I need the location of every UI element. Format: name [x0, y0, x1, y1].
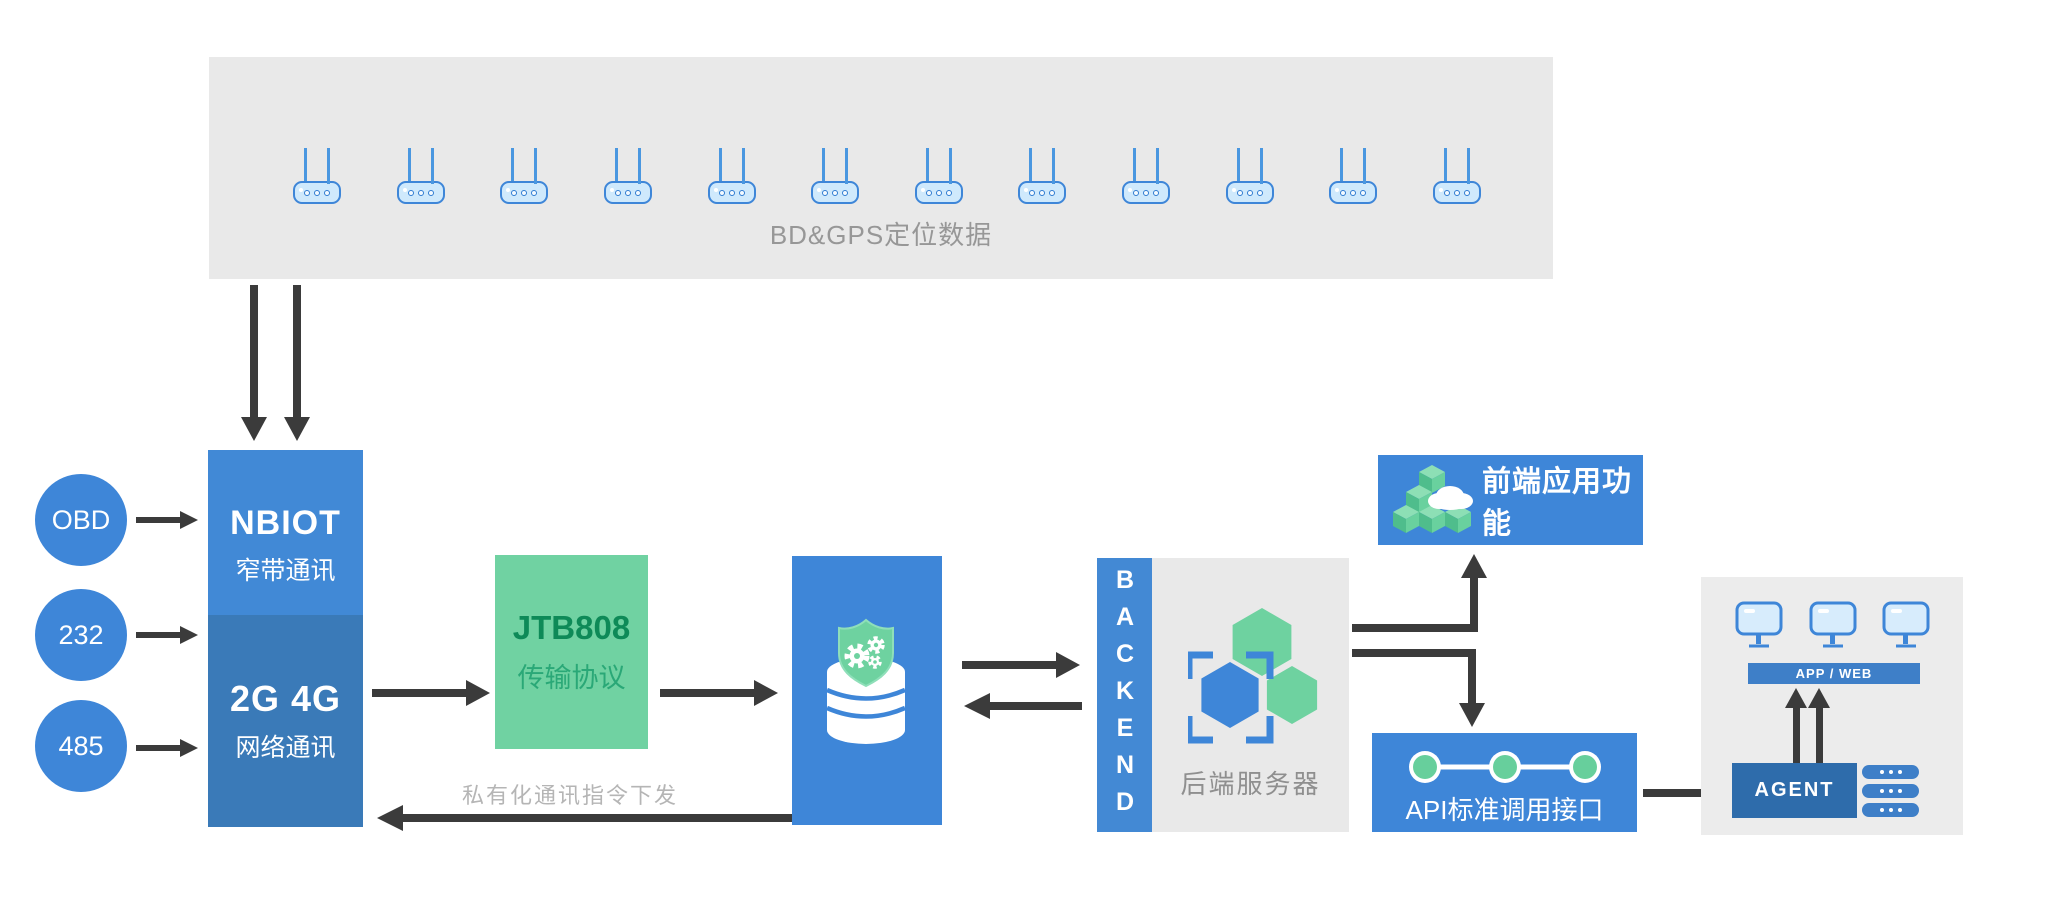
gps-terminal-icon: [811, 148, 860, 204]
gps-terminal-icon: [707, 148, 756, 204]
gps-data-panel: BD&GPS定位数据: [209, 57, 1553, 279]
gps-terminal-icon: [1018, 148, 1067, 204]
gps-terminal-icon: [914, 148, 963, 204]
server-rack-icon: [1862, 765, 1919, 779]
client-panel: APP / WEB AGENT: [1701, 577, 1963, 835]
input-485: 485: [35, 700, 127, 792]
gps-terminal-icon: [1225, 148, 1274, 204]
monitor-icon: [1882, 601, 1930, 648]
agent-box: AGENT: [1732, 763, 1857, 818]
nbiot-section: NBIOT 窄带通讯: [208, 450, 363, 615]
monitor-icon: [1809, 601, 1857, 648]
server-rack-icon: [1862, 803, 1919, 817]
input-232: 232: [35, 589, 127, 681]
gps-device-row: [293, 148, 1481, 204]
monitor-icon: [1735, 601, 1783, 648]
gps-terminal-icon: [396, 148, 445, 204]
gps-terminal-icon: [293, 148, 341, 204]
protocol-subtitle: 传输协议: [517, 663, 626, 693]
cellular-section: 2G 4G 网络通讯: [208, 615, 363, 827]
backend-caption: 后端服务器: [1180, 769, 1321, 799]
input-232-label: 232: [58, 619, 104, 650]
frontend-app-box: 前端应用功能: [1378, 455, 1643, 545]
cellular-title: 2G 4G: [229, 678, 342, 719]
gps-terminal-icon: [500, 148, 549, 204]
input-obd: OBD: [35, 474, 127, 566]
protocol-title: JTB808: [512, 609, 631, 646]
input-obd-label: OBD: [51, 504, 111, 535]
api-label: API标准调用接口: [1405, 795, 1604, 825]
protocol-box: JTB808 传输协议: [495, 555, 648, 749]
comm-module-box: NBIOT 窄带通讯 2G 4G 网络通讯: [208, 450, 363, 827]
nbiot-subtitle: 窄带通讯: [235, 557, 336, 585]
gps-terminal-icon: [1329, 148, 1378, 204]
backend-side-label: BACKEND: [1111, 565, 1139, 825]
shield-database-icon: [826, 618, 906, 744]
backend-strip: BACKEND: [1097, 558, 1152, 832]
server-rack-icon: [1862, 784, 1919, 798]
cellular-subtitle: 网络通讯: [235, 734, 336, 762]
appweb-label: APP / WEB: [1795, 666, 1873, 681]
gps-terminal-icon: [603, 148, 652, 204]
frontend-app-label: 前端应用功能: [1482, 466, 1633, 540]
agent-label: AGENT: [1754, 779, 1835, 801]
backend-server-box: 后端服务器: [1152, 558, 1349, 832]
input-485-label: 485: [58, 730, 104, 761]
gps-terminal-icon: [1122, 148, 1170, 204]
api-nodes-icon: [1409, 751, 1601, 783]
nbiot-title: NBIOT: [230, 504, 341, 542]
secure-database-box: [792, 556, 942, 825]
gps-terminal-icon: [1432, 148, 1481, 204]
cloud-cubes-icon: [1393, 465, 1473, 533]
hexagon-cluster-icon: [1188, 608, 1318, 744]
api-box: API标准调用接口: [1372, 733, 1637, 832]
downlink-label: 私有化通讯指令下发: [461, 783, 678, 808]
appweb-bar: APP / WEB: [1748, 663, 1920, 684]
gps-panel-caption: BD&GPS定位数据: [769, 220, 993, 250]
